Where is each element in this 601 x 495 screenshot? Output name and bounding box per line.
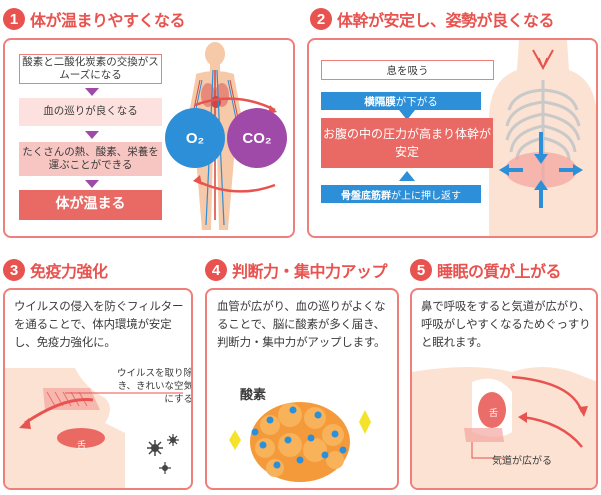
airway-label: 気道が広がる (492, 456, 552, 467)
section-title: 体幹が安定し、姿勢が良くなる (337, 11, 555, 30)
step-gas-exchange: 酸素と二酸化炭素の交換がスムーズになる (19, 54, 162, 84)
section-title: 免疫力強化 (30, 262, 108, 281)
immunity-text: ウイルスの侵入を防ぐフィルターを通ることで、体内環境が安定し、免疫力強化に。 (14, 299, 184, 349)
oxygen-label: 酸素 (240, 388, 267, 403)
panel-immunity: ウイルスの侵入を防ぐフィルターを通ることで、体内環境が安定し、免疫力強化に。 舌… (3, 288, 193, 490)
pelvic-rest: が上に押し返す (391, 190, 461, 202)
arrow-up-icon (399, 171, 415, 181)
arrow-down-icon (85, 88, 99, 96)
section-3-header: 3 免疫力強化 (3, 258, 108, 282)
section-number: 5 (410, 259, 432, 281)
airway-illustration (412, 367, 596, 488)
focus-text: 血管が広がり、血の巡りがよくなることで、脳に酸素が多く届き、判断力・集中力がアッ… (217, 299, 386, 349)
section-1-header: 1 体が温まりやすくなる (3, 7, 186, 31)
brain-oxygen-illustration (229, 402, 371, 482)
panel-core-stability: 息を吸う 横隔膜が下がる お腹の中の圧力が高まり体幹が安定 骨盤底筋群が上に押し… (307, 38, 598, 238)
torso-diaphragm-illustration (489, 40, 596, 236)
tongue-label: 舌 (489, 409, 499, 419)
section-number: 4 (205, 259, 227, 281)
tongue-label: 舌 (77, 441, 87, 451)
inhale-label: 息を吸う (321, 60, 494, 80)
panel-sleep: 鼻で呼吸をすると気道が広がり、呼吸がしやすくなるためぐっすりと眠れます。 舌 気… (410, 288, 598, 490)
diaphragm-label: 横隔膜が下がる (321, 92, 481, 110)
arrow-down-icon (85, 180, 99, 188)
section-number: 1 (3, 8, 25, 30)
step-transport: たくさんの熱、酸素、栄養を運ぶことができる (19, 142, 162, 176)
abdominal-pressure-box: お腹の中の圧力が高まり体幹が安定 (321, 118, 493, 168)
section-5-header: 5 睡眠の質が上がる (410, 258, 562, 282)
diaphragm-rest: が下がる (395, 95, 438, 108)
diaphragm-bold: 横隔膜 (364, 95, 396, 108)
co2-circle: CO₂ (227, 108, 287, 168)
section-number: 2 (310, 8, 332, 30)
nasal-filter-illustration (5, 368, 183, 488)
panel-focus: 血管が広がり、血の巡りがよくなることで、脳に酸素が多く届き、判断力・集中力がアッ… (205, 288, 399, 490)
pelvic-floor-label: 骨盤底筋群が上に押し返す (321, 185, 481, 203)
panel-body-warming: 酸素と二酸化炭素の交換がスムーズになる 血の巡りが良くなる たくさんの熱、酸素、… (3, 38, 295, 238)
oxygen-circle: O₂ (165, 108, 225, 168)
section-title: 判断力・集中力アップ (232, 262, 388, 281)
section-2-header: 2 体幹が安定し、姿勢が良くなる (310, 7, 555, 31)
filter-note: ウイルスを取り除き、きれいな空気にする (116, 368, 193, 405)
arrow-down-icon (399, 110, 415, 120)
pelvic-bold: 骨盤底筋群 (341, 190, 391, 202)
step-result: 体が温まる (19, 190, 162, 220)
section-title: 体が温まりやすくなる (30, 11, 186, 30)
arrow-down-icon (85, 131, 99, 139)
section-title: 睡眠の質が上がる (437, 262, 562, 281)
sleep-text: 鼻で呼吸をすると気道が広がり、呼吸がしやすくなるためぐっすりと眠れます。 (421, 299, 591, 349)
section-number: 3 (3, 259, 25, 281)
section-4-header: 4 判断力・集中力アップ (205, 258, 388, 282)
step-circulation: 血の巡りが良くなる (19, 98, 162, 126)
exchange-arrows-icon (193, 97, 277, 193)
